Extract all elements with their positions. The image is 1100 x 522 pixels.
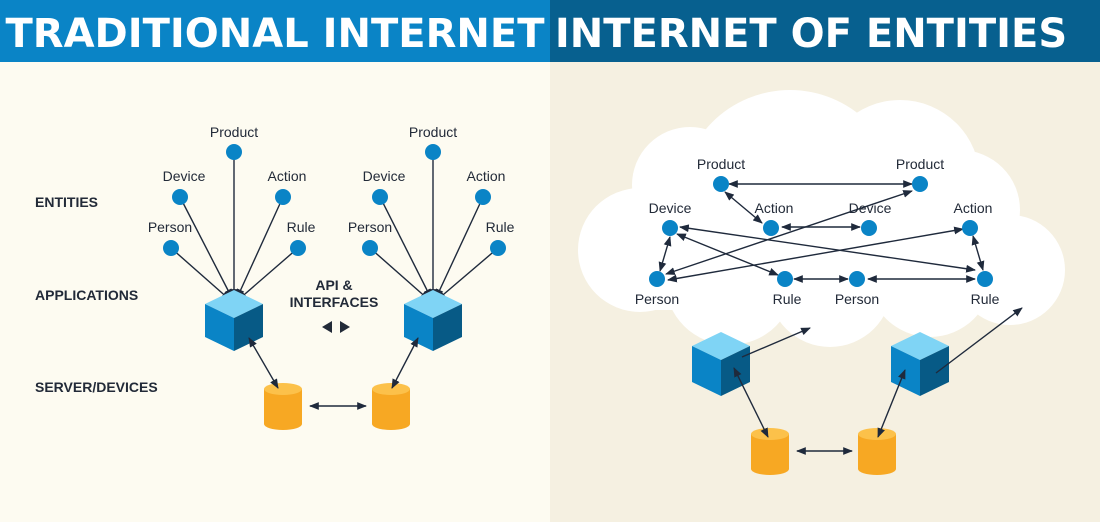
entity-action-node xyxy=(475,189,491,205)
row-label-entities: ENTITIES xyxy=(35,194,98,210)
entity-label-device: Device xyxy=(849,200,892,216)
entity-person-node xyxy=(362,240,378,256)
cloud-entities xyxy=(649,176,993,287)
entity-rule-node xyxy=(490,240,506,256)
cloud-links xyxy=(658,180,985,283)
entity-product-node xyxy=(912,176,928,192)
entity-product-node xyxy=(226,144,242,160)
server-cylinder-icon xyxy=(858,428,896,475)
entity-person-node xyxy=(649,271,665,287)
entity-person-node xyxy=(849,271,865,287)
entity-device-node xyxy=(372,189,388,205)
api-label-line1: API & xyxy=(315,277,352,293)
entity-action-node xyxy=(763,220,779,236)
cube-server-link xyxy=(877,369,906,438)
entity-label-action: Action xyxy=(268,168,307,184)
cube-server-link xyxy=(248,337,279,389)
row-label-applications: APPLICATIONS xyxy=(35,287,138,303)
arrow-right-icon xyxy=(340,321,350,333)
entity-device-node xyxy=(172,189,188,205)
right-header-bar xyxy=(550,0,1100,62)
entity-label-person: Person xyxy=(348,219,392,235)
left-panel-background xyxy=(0,0,550,522)
entity-label-action: Action xyxy=(954,200,993,216)
entity-label-action: Action xyxy=(755,200,794,216)
entity-label-person: Person xyxy=(635,291,679,307)
server-cylinder-icon xyxy=(372,383,410,430)
entity-device-node xyxy=(662,220,678,236)
api-label-line2: INTERFACES xyxy=(290,294,379,310)
entity-label-device: Device xyxy=(363,168,406,184)
entity-label-person: Person xyxy=(835,291,879,307)
left-group-1-spokes xyxy=(170,152,299,301)
entity-action-node xyxy=(962,220,978,236)
left-group-2-entities: Product Device Action Person Rule xyxy=(348,124,515,256)
entity-label-product: Product xyxy=(210,124,258,140)
entity-product-node xyxy=(425,144,441,160)
left-group-1-entities: Product Device Action Person Rule xyxy=(148,124,316,256)
entity-label-rule: Rule xyxy=(287,219,316,235)
left-group-2-spokes xyxy=(369,152,499,301)
entity-device-node xyxy=(861,220,877,236)
left-title: TRADITIONAL INTERNET xyxy=(5,11,545,57)
entity-rule-node xyxy=(977,271,993,287)
row-label-servers: SERVER/DEVICES xyxy=(35,379,158,395)
left-header-bar xyxy=(0,0,550,62)
entity-label-product: Product xyxy=(697,156,745,172)
entity-person-node xyxy=(163,240,179,256)
entity-label-person: Person xyxy=(148,219,192,235)
cube-server-link xyxy=(391,337,419,389)
entity-product-node xyxy=(713,176,729,192)
entity-label-device: Device xyxy=(163,168,206,184)
cube-cloud-link xyxy=(741,327,811,358)
cube-server-link xyxy=(733,367,769,438)
entity-rule-node xyxy=(290,240,306,256)
entity-rule-node xyxy=(777,271,793,287)
entity-label-rule: Rule xyxy=(773,291,802,307)
right-title: INTERNET OF ENTITIES xyxy=(555,11,1067,57)
entity-label-device: Device xyxy=(649,200,692,216)
entity-label-product: Product xyxy=(409,124,457,140)
server-cylinder-icon xyxy=(751,428,789,475)
cloud-labels: Product Product Device Action Device Act… xyxy=(635,156,1000,307)
arrow-left-icon xyxy=(322,321,332,333)
cube-cloud-link xyxy=(935,307,1023,374)
server-cylinder-icon xyxy=(264,383,302,430)
entity-label-rule: Rule xyxy=(971,291,1000,307)
entity-action-node xyxy=(275,189,291,205)
entity-label-rule: Rule xyxy=(486,219,515,235)
entity-label-product: Product xyxy=(896,156,944,172)
entity-label-action: Action xyxy=(467,168,506,184)
